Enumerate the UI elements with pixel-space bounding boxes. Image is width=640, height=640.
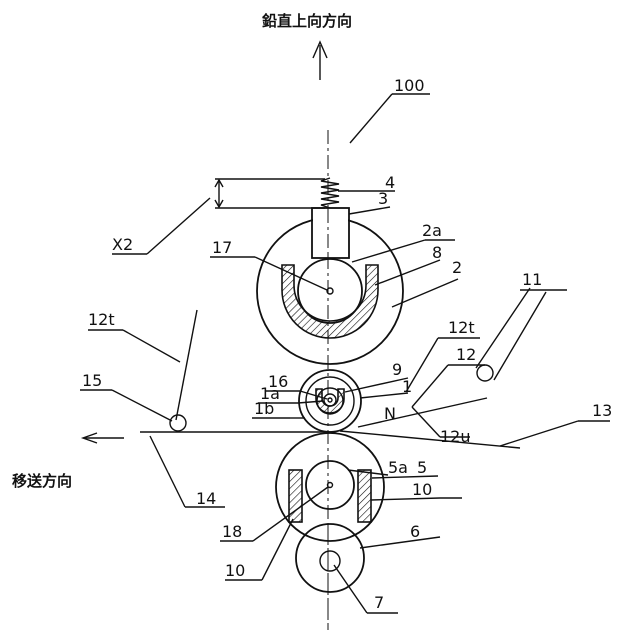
label-1b: 1b — [254, 399, 274, 418]
leader-16 — [300, 391, 327, 399]
label-5: 5 — [417, 458, 427, 477]
label-10-right: 10 — [412, 480, 432, 499]
guide-roller-12 — [477, 365, 493, 381]
roller-6 — [296, 524, 364, 592]
guide-roller-15 — [170, 415, 186, 431]
label-1: 1 — [402, 377, 412, 396]
leader-5 — [372, 476, 438, 478]
shaft-2a — [298, 259, 362, 323]
label-17: 17 — [212, 238, 232, 257]
sheet-12t-left — [176, 310, 197, 420]
label-2a: 2a — [422, 221, 442, 240]
sheet-12u — [358, 398, 487, 427]
leader-6 — [360, 537, 440, 548]
shaft-5a — [306, 461, 354, 509]
leader-x2 — [147, 198, 210, 254]
label-15: 15 — [82, 371, 102, 390]
pressing-member-3-cover — [313, 209, 348, 257]
leader-15 — [112, 390, 172, 421]
shaft-7 — [320, 551, 340, 571]
leader-12-diag — [412, 365, 448, 407]
transport-label: 移送方向 — [12, 472, 72, 490]
leader-9 — [345, 378, 408, 392]
leader-1 — [360, 393, 408, 398]
label-100: 100 — [394, 76, 425, 95]
leader-3 — [349, 207, 390, 214]
leader-14 — [150, 436, 185, 507]
vertical-up-label: 鉛直上向方向 — [262, 12, 352, 30]
leader-12t-left — [123, 330, 180, 362]
leader-10-bottom — [262, 519, 293, 580]
label-9: 9 — [392, 360, 402, 379]
dimension-x2 — [215, 179, 325, 208]
leader-8 — [375, 260, 440, 285]
leader-7 — [334, 565, 367, 613]
roller-1 — [299, 370, 361, 432]
holder-10-right — [358, 470, 371, 522]
label-12t-right: 12t — [448, 318, 475, 337]
label-13: 13 — [592, 401, 612, 420]
roller-1-inner — [306, 377, 354, 425]
leader-2a — [352, 240, 425, 262]
center-16 — [328, 398, 332, 402]
label-6: 6 — [410, 522, 420, 541]
arm-11 — [476, 288, 546, 380]
label-18: 18 — [222, 522, 242, 541]
leader-13 — [500, 421, 578, 446]
leader-100 — [350, 94, 392, 143]
label-8: 8 — [432, 243, 442, 262]
label-2: 2 — [452, 258, 462, 277]
label-12t-left: 12t — [88, 310, 115, 329]
label-11: 11 — [522, 270, 542, 289]
shaft-1a — [324, 394, 336, 406]
label-x2: X2 — [112, 235, 133, 254]
vertical-up-arrow — [313, 42, 327, 80]
spring-4 — [321, 178, 339, 208]
label-10-bottom: 10 — [225, 561, 245, 580]
sheet-13 — [340, 431, 520, 448]
label-7: 7 — [374, 593, 384, 612]
label-14: 14 — [196, 489, 216, 508]
label-12: 12 — [456, 345, 476, 364]
label-5a: 5a — [388, 458, 408, 477]
label-3: 3 — [378, 189, 388, 208]
